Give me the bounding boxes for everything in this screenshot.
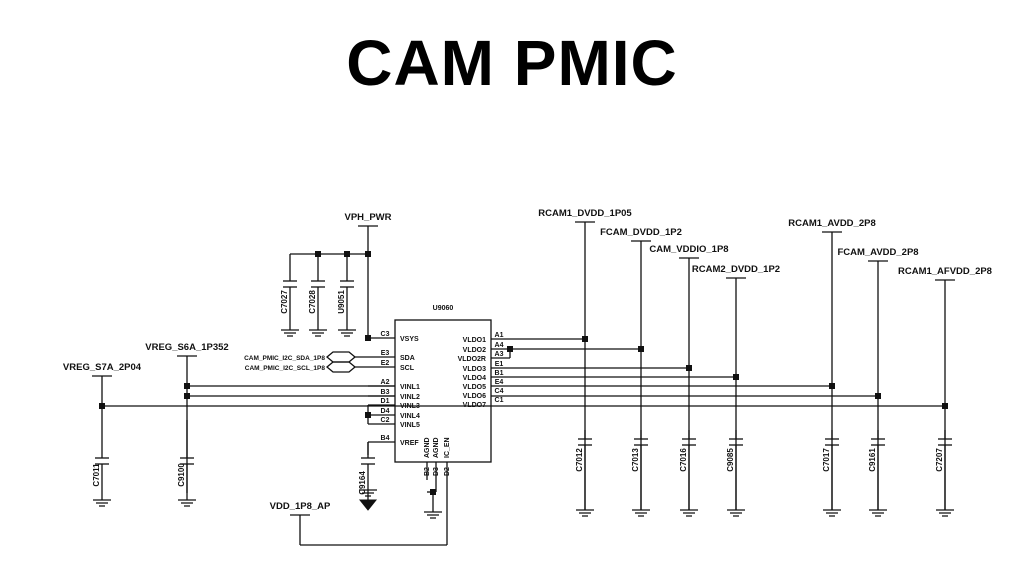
capacitor-label: C9161 bbox=[868, 448, 877, 472]
capacitor-label: C9100 bbox=[177, 463, 186, 487]
junction-dot bbox=[507, 346, 513, 352]
pin-number: E2 bbox=[381, 360, 390, 367]
pin-number: E3 bbox=[381, 350, 390, 357]
pin-name: AGND bbox=[433, 437, 440, 458]
pin-number: B1 bbox=[495, 370, 504, 377]
pin-name: VLDO5 bbox=[463, 384, 486, 391]
pin-number: D4 bbox=[381, 408, 390, 415]
net-label-vdd-1p8: VDD_1P8_AP bbox=[270, 501, 331, 512]
ground-icon bbox=[358, 499, 378, 511]
net-label-rail: FCAM_AVDD_2P8 bbox=[837, 247, 918, 258]
junction-dot bbox=[942, 403, 948, 409]
pin-number: A3 bbox=[495, 351, 504, 358]
junction-dot bbox=[184, 393, 190, 399]
connector-scl bbox=[325, 361, 357, 373]
pin-number: A2 bbox=[381, 379, 390, 386]
capacitor-label: C7012 bbox=[575, 448, 584, 472]
pin-name: VLDO2 bbox=[463, 347, 486, 354]
ic-body bbox=[394, 319, 492, 463]
pin-name: VSYS bbox=[400, 336, 419, 343]
ground-symbol bbox=[823, 509, 841, 517]
net-label-rail: RCAM2_DVDD_1P2 bbox=[692, 264, 780, 275]
pin-name: VREF bbox=[400, 440, 419, 447]
capacitor-label: C7016 bbox=[679, 448, 688, 472]
pin-name: VLDO4 bbox=[463, 375, 486, 382]
junction-dot bbox=[365, 251, 371, 257]
capacitor-label: C9164 bbox=[358, 471, 367, 495]
net-label-sda: CAM_PMIC_I2C_SDA_1P8 bbox=[244, 355, 325, 362]
pin-name: VINL4 bbox=[400, 413, 420, 420]
pin-number: B4 bbox=[381, 435, 390, 442]
ground-symbol bbox=[281, 329, 299, 337]
net-label-rail: CAM_VDDIO_1P8 bbox=[649, 244, 728, 255]
pin-name: VLDO3 bbox=[463, 366, 486, 373]
capacitor-label: C7207 bbox=[935, 448, 944, 472]
net-label-vreg-s6a: VREG_S6A_1P352 bbox=[145, 342, 228, 353]
pin-name: VINL1 bbox=[400, 384, 420, 391]
pin-number: C4 bbox=[495, 388, 504, 395]
ground-symbol bbox=[869, 509, 887, 517]
pin-number: B3 bbox=[381, 389, 390, 396]
net-label-scl: CAM_PMIC_I2C_SCL_1P8 bbox=[245, 365, 326, 372]
pin-name: VINL2 bbox=[400, 394, 420, 401]
net-label-rail: RCAM1_DVDD_1P05 bbox=[538, 208, 632, 219]
capacitor-label: C7017 bbox=[822, 448, 831, 472]
net-label-rail: FCAM_DVDD_1P2 bbox=[600, 227, 682, 238]
ground-symbol bbox=[338, 329, 356, 337]
pin-name: SCL bbox=[400, 365, 415, 372]
pin-name: SDA bbox=[400, 355, 415, 362]
pin-number: C3 bbox=[381, 331, 390, 338]
pin-name: VLDO1 bbox=[463, 337, 486, 344]
net-label-vreg-s7a: VREG_S7A_2P04 bbox=[63, 362, 142, 373]
pin-name: VLDO2R bbox=[458, 356, 486, 363]
pin-number: A4 bbox=[495, 342, 504, 349]
ground-symbol bbox=[93, 499, 111, 507]
pin-number: E1 bbox=[495, 361, 504, 368]
ic-ref-label: U9060 bbox=[433, 305, 454, 312]
capacitor-label: C7028 bbox=[308, 290, 317, 314]
page-title: CAM PMIC bbox=[346, 27, 678, 99]
ground-symbol bbox=[632, 509, 650, 517]
ground-symbol bbox=[936, 509, 954, 517]
connector-sda bbox=[325, 351, 357, 363]
junction-dot bbox=[365, 412, 371, 418]
pin-name: IC_EN bbox=[444, 437, 451, 458]
pin-number: C1 bbox=[495, 397, 504, 404]
pin-name: VINL5 bbox=[400, 422, 420, 429]
net-label-rail: RCAM1_AVDD_2P8 bbox=[788, 218, 875, 229]
pin-number: E4 bbox=[495, 379, 504, 386]
capacitor-label: C7011 bbox=[92, 463, 101, 487]
junction-dot bbox=[365, 335, 371, 341]
ground-symbol bbox=[424, 511, 442, 519]
ground-symbol bbox=[680, 509, 698, 517]
ground-symbol bbox=[576, 509, 594, 517]
ground-symbol bbox=[727, 509, 745, 517]
capacitor-label: U9051 bbox=[337, 290, 346, 314]
junction-dot bbox=[184, 383, 190, 389]
pin-number: C2 bbox=[381, 417, 390, 424]
ground-symbol bbox=[309, 329, 327, 337]
net-label-rail: RCAM1_AFVDD_2P8 bbox=[898, 266, 992, 277]
pin-number: D1 bbox=[381, 398, 390, 405]
pin-name: VLDO6 bbox=[463, 393, 486, 400]
capacitor-label: C7013 bbox=[631, 448, 640, 472]
net-label-vph-pwr: VPH_PWR bbox=[345, 212, 392, 223]
pin-number: A1 bbox=[495, 332, 504, 339]
pin-name: AGND bbox=[424, 437, 431, 458]
capacitor-label: C7027 bbox=[280, 290, 289, 314]
ground-symbol bbox=[178, 499, 196, 507]
capacitor-label: C9085 bbox=[726, 448, 735, 472]
